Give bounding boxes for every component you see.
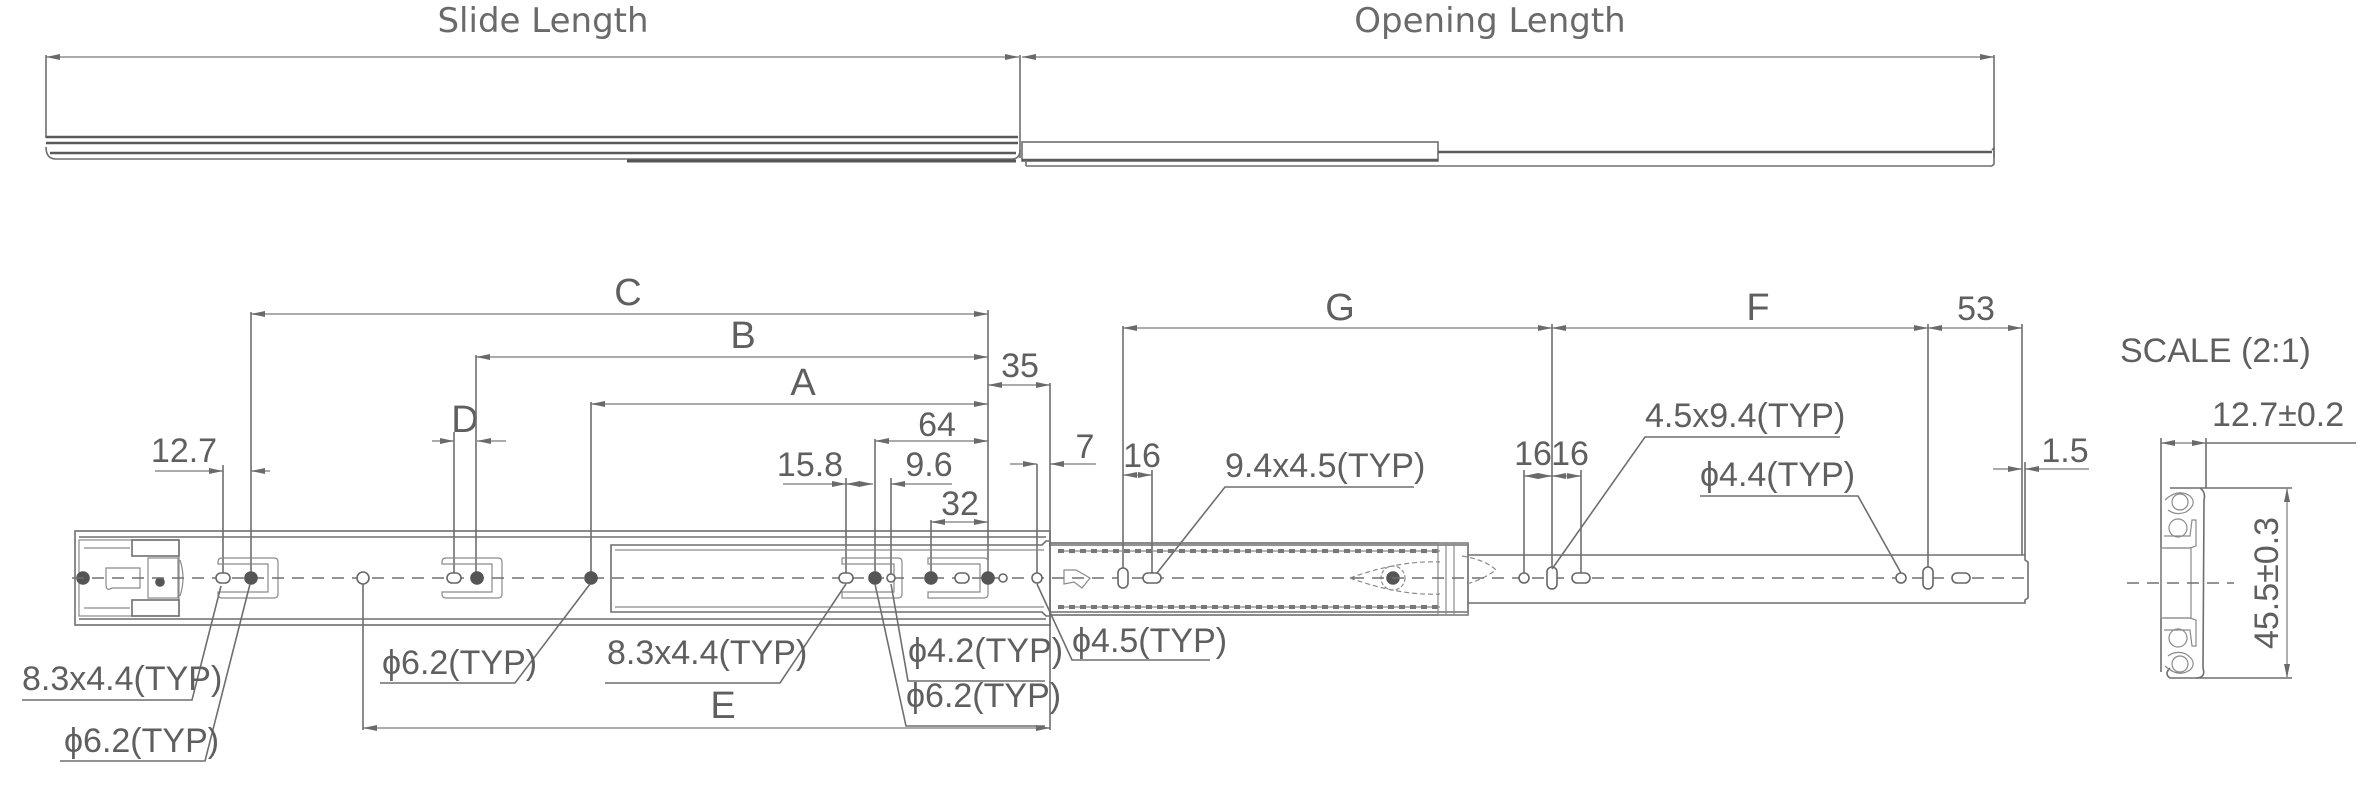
dimension-35-label: 35 bbox=[1001, 347, 1039, 385]
mount-bracket bbox=[217, 557, 279, 599]
callout-hole-phi6-2-left: ϕ6.2(TYP) bbox=[64, 722, 219, 760]
callout-hole-phi4-5: ϕ4.5(TYP) bbox=[1072, 622, 1227, 660]
callout-hole-phi4-2: ϕ4.2(TYP) bbox=[908, 632, 1063, 670]
cross-section-view: SCALE (2:1) 12.7±0.2 45.5±0.3 bbox=[2120, 332, 2356, 679]
inner-rail-top bbox=[1025, 146, 1995, 167]
top-extended-view: Slide Length Opening Length bbox=[45, 1, 1995, 167]
scale-label: SCALE (2:1) bbox=[2120, 332, 2311, 370]
dimension-16-mid-label: 16 bbox=[1123, 437, 1161, 475]
dimension-64-label: 64 bbox=[918, 406, 956, 444]
callout-slot-9-4x4-5: 9.4x4.5(TYP) bbox=[1225, 447, 1425, 485]
width-tolerance-label: 12.7±0.2 bbox=[2212, 396, 2344, 434]
dimension-g-label: G bbox=[1325, 287, 1355, 329]
callout-slot-8-3x4-4-mid: 8.3x4.4(TYP) bbox=[607, 634, 807, 672]
side-view: C B A 64 15.8 9.6 32 35 7 12.7 D bbox=[22, 272, 2089, 762]
ball-retainer bbox=[1049, 542, 1497, 616]
mount-bracket bbox=[441, 557, 503, 599]
middle-rail-top bbox=[1021, 141, 1439, 162]
dimension-a-label: A bbox=[790, 362, 816, 404]
slide-length-label: Slide Length bbox=[437, 1, 648, 41]
dimension-16-right-label: 16 bbox=[1551, 435, 1589, 473]
dimension-e-label: E bbox=[710, 685, 735, 727]
callout-hole-phi6-2-mid: ϕ6.2(TYP) bbox=[382, 644, 537, 682]
inner-rail bbox=[1468, 554, 2029, 604]
dimension-32-label: 32 bbox=[941, 485, 979, 523]
callout-hole-phi6-2-right: ϕ6.2(TYP) bbox=[906, 677, 1061, 715]
dimension-15-8-label: 15.8 bbox=[777, 446, 843, 484]
callout-slot-8-3x4-4-left: 8.3x4.4(TYP) bbox=[22, 660, 222, 698]
rail-profile bbox=[2160, 487, 2292, 679]
dimension-b-label: B bbox=[730, 315, 755, 357]
dimension-f-label: F bbox=[1746, 287, 1769, 329]
dimension-16-left-label: 16 bbox=[1514, 435, 1552, 473]
dimension-12-7-label: 12.7 bbox=[151, 432, 217, 470]
dimension-1-5-label: 1.5 bbox=[2041, 432, 2088, 470]
dimension-9-6-label: 9.6 bbox=[905, 446, 952, 484]
dimension-53-label: 53 bbox=[1957, 290, 1995, 328]
dimension-c-label: C bbox=[614, 272, 641, 314]
leader-lines bbox=[22, 436, 1902, 762]
callout-slot-4-5x9-4: 4.5x9.4(TYP) bbox=[1645, 397, 1845, 435]
callout-hole-phi4-4: ϕ4.4(TYP) bbox=[1700, 456, 1855, 494]
dimension-d-label: D bbox=[451, 399, 478, 441]
opening-length-label: Opening Length bbox=[1354, 1, 1625, 41]
height-tolerance-label: 45.5±0.3 bbox=[2248, 517, 2286, 649]
outer-rail-top bbox=[45, 135, 1021, 163]
holes bbox=[215, 566, 1971, 590]
dimension-7-label: 7 bbox=[1076, 428, 1095, 466]
